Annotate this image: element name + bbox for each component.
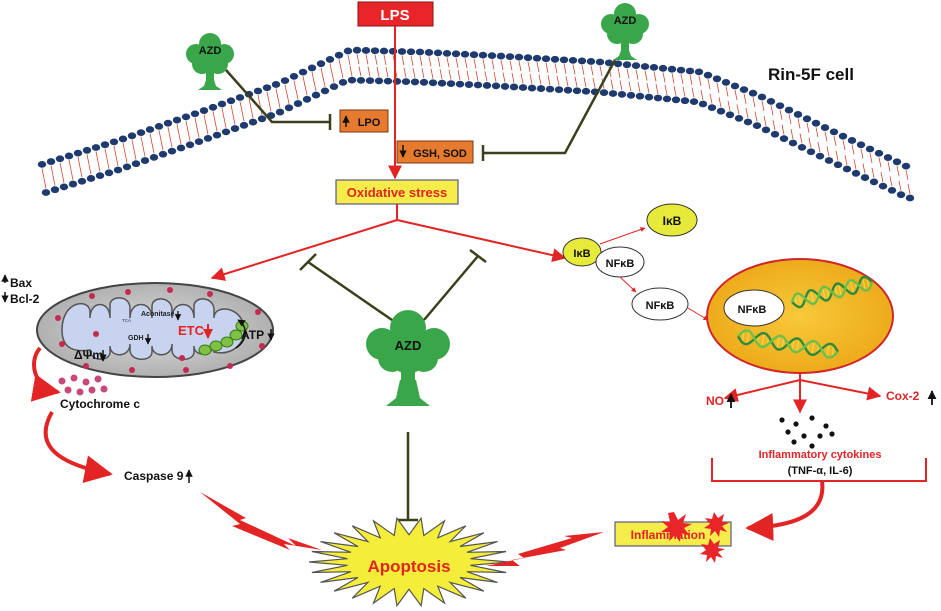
apoptosis-burst: Apoptosis xyxy=(308,516,510,608)
membrane-outer-leaflet xyxy=(37,46,911,170)
oxidative-stress-box: Oxidative stress xyxy=(335,179,459,205)
atp-curved-arrow-icon xyxy=(235,319,246,349)
free-nfkb: NFκB xyxy=(631,287,689,321)
mitochondrion: TCA Aconitase GDH ETC ATP ΔΨm xyxy=(36,282,275,378)
free-ikb-label: IκB xyxy=(663,214,682,228)
ikb-bound-label: IκB xyxy=(573,248,590,260)
free-nfkb-label: NFκB xyxy=(646,300,675,312)
dna-helix-icon xyxy=(790,275,874,309)
lps-box: LPS xyxy=(357,1,434,27)
stress-to-nfkb-arrow xyxy=(396,219,567,263)
cytokines-label: Inflammatory cytokines xyxy=(759,449,882,461)
inflammation-box: Inflammation xyxy=(614,512,732,563)
nfkb-to-nucleus-arrow xyxy=(687,307,709,321)
atp-label: ATP xyxy=(241,328,264,342)
azd-tree-left: AZD xyxy=(186,33,234,90)
lpo-label: LPO xyxy=(358,117,381,129)
gdh-label: GDH xyxy=(128,335,144,342)
burst-icon xyxy=(704,512,729,537)
oxidative-stress-label: Oxidative stress xyxy=(347,185,447,200)
cell-label: Rin-5F cell xyxy=(768,65,854,84)
azd-tree-right: AZD xyxy=(601,3,649,60)
ikb-nfkb-complex: IκB NFκB xyxy=(562,237,645,278)
apoptosis-label: Apoptosis xyxy=(367,557,450,576)
azd-inhibits-lpo xyxy=(225,69,330,124)
azd-tree-center: AZD xyxy=(366,310,450,406)
gsh-sod-box: GSH, SOD xyxy=(396,140,474,164)
cox2-label: Cox-2 xyxy=(886,389,920,403)
cytochrome-c-particles xyxy=(58,374,108,396)
no-label: NO xyxy=(706,394,724,408)
nfkb-release-arrow xyxy=(619,276,637,293)
cell-membrane xyxy=(37,46,915,202)
nfkb-bound-label: NFκB xyxy=(606,258,635,270)
azd-inhibits-gsh-sod xyxy=(483,59,617,155)
dna-helix-icon xyxy=(736,329,840,359)
inflammation-label: Inflammation xyxy=(631,528,706,542)
nucleus: NFκB xyxy=(706,258,894,374)
cytokine-dots xyxy=(779,415,835,449)
cytochrome-release-arrow xyxy=(30,346,61,402)
cytokine-list-label: (TNF-α, IL-6) xyxy=(788,465,853,477)
tree-icon xyxy=(186,33,234,90)
cytochrome-c-label: Cytochrome c xyxy=(60,397,140,411)
nuclear-nfkb-label: NFκB xyxy=(738,304,767,316)
membrane-lipid-tails xyxy=(41,54,911,195)
tree-icon xyxy=(366,310,450,406)
azd-inhibits-mito-path xyxy=(307,260,393,322)
bcl2-label: Bcl-2 xyxy=(10,292,40,306)
tca-label: TCA xyxy=(122,318,131,323)
stress-to-mitochondria-arrow xyxy=(210,219,398,281)
burst-icon xyxy=(661,512,692,542)
atp-synthase xyxy=(198,320,249,356)
membrane-inner-leaflet xyxy=(41,76,915,202)
lpo-box: LPO xyxy=(339,109,389,133)
free-ikb: IκB xyxy=(646,203,698,237)
mitochondrial-granules xyxy=(55,287,265,373)
caspase9-label: Caspase 9 xyxy=(124,469,184,483)
azd-label-left: AZD xyxy=(199,45,222,57)
lps-label: LPS xyxy=(380,7,409,24)
membrane-potential-label: ΔΨm xyxy=(74,348,103,362)
azd-label-center: AZD xyxy=(395,338,422,353)
nucleus-to-no-arrow xyxy=(723,379,801,402)
gsh-sod-label: GSH, SOD xyxy=(413,148,467,160)
azd-label-right: AZD xyxy=(614,15,637,27)
aconitase-label: Aconitase xyxy=(141,311,175,318)
tree-icon xyxy=(601,3,649,60)
cytokines-to-inflammation-arrow xyxy=(745,480,825,542)
azd-inhibits-nfkb-path xyxy=(423,255,479,321)
burst-icon xyxy=(700,538,725,563)
caspase-lightning-arrow xyxy=(200,492,322,550)
inflammation-lightning-arrow xyxy=(486,532,604,566)
ikb-release-arrow xyxy=(599,227,646,245)
cytochrome-to-caspase-arrow xyxy=(43,411,113,483)
nucleus-to-cox2-arrow xyxy=(799,379,882,401)
cytokines-bracket xyxy=(711,458,927,482)
bax-label: Bax xyxy=(10,276,32,290)
etc-label: ETC xyxy=(178,323,205,338)
